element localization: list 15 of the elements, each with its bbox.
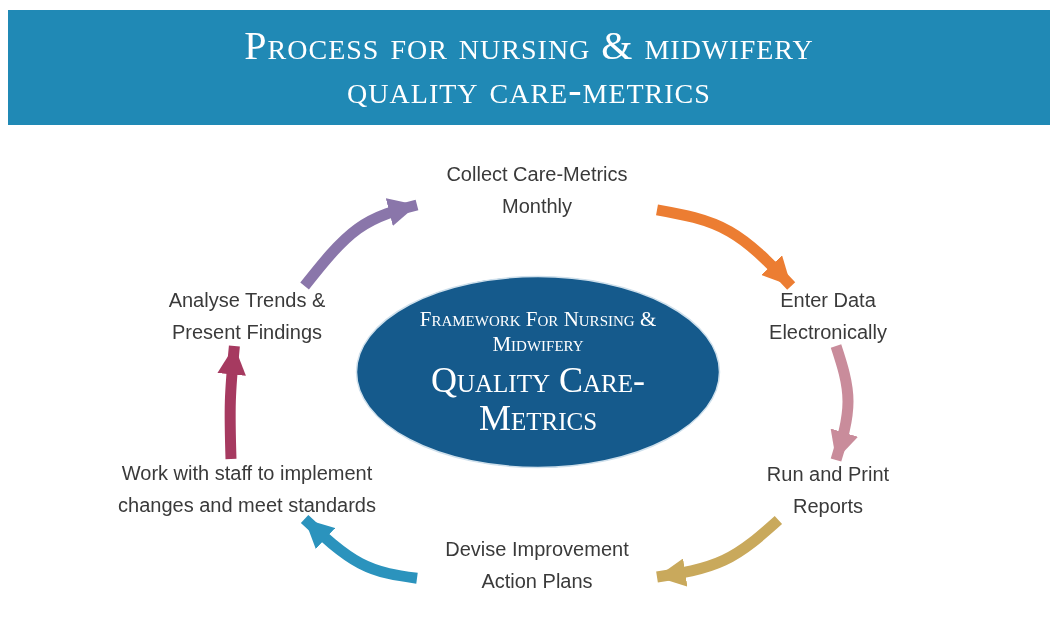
title: Process for nursing & midwifery quality care-metrics bbox=[243, 23, 815, 112]
step-label: Work with staff to implement changes and meet standards bbox=[117, 461, 377, 518]
heading: Quality Care-Metrics bbox=[430, 361, 646, 437]
curved-arrow bbox=[300, 514, 418, 584]
curved-arrow bbox=[830, 344, 858, 462]
curved-arrow bbox=[217, 345, 246, 460]
step-label: Run and Print Reports bbox=[765, 462, 891, 519]
curved-arrow bbox=[656, 515, 783, 587]
curved-arrow bbox=[656, 204, 796, 290]
step-label: Analyse Trends & Present Findings bbox=[167, 288, 327, 345]
step-label: Collect Care-Metrics Monthly bbox=[445, 162, 629, 219]
curved-arrow bbox=[300, 198, 419, 290]
step-label: Devise Improvement Action Plans bbox=[444, 537, 630, 594]
subheading: Framework For Nursing & Midwifery bbox=[418, 307, 658, 357]
step-label: Enter Data Electronically bbox=[768, 288, 888, 345]
